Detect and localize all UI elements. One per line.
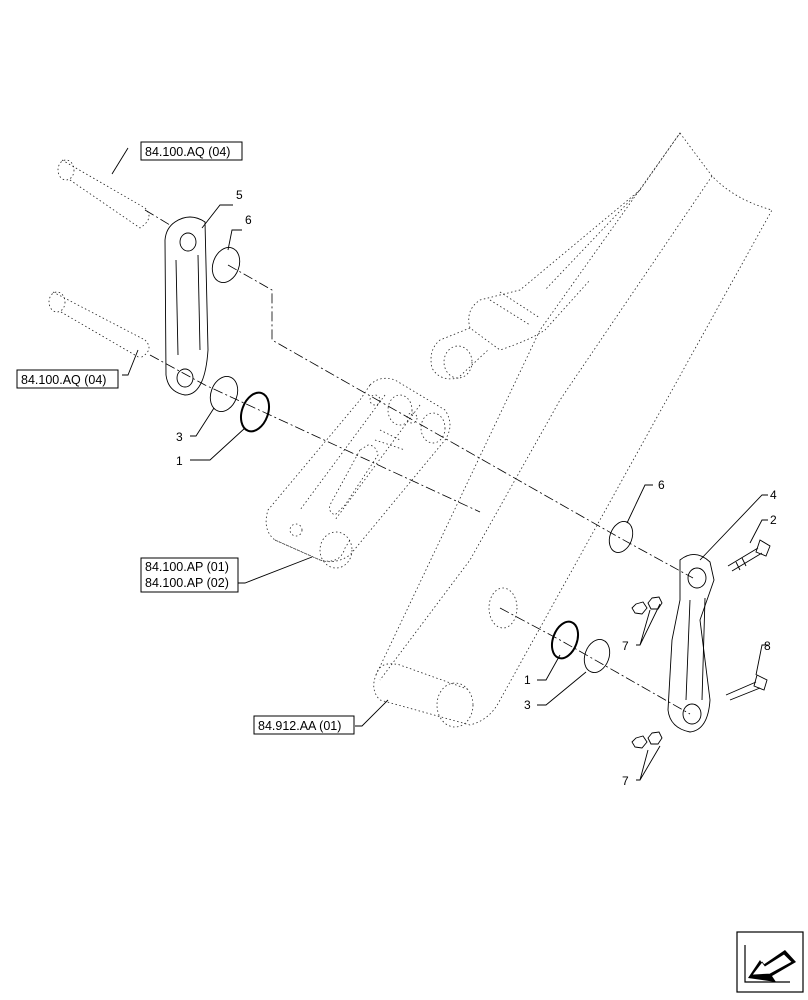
link-part-5 — [164, 216, 209, 396]
o-ring-1-left — [239, 391, 271, 433]
callout-8: 8 — [764, 639, 771, 653]
pin-top — [57, 159, 150, 229]
bolt-8 — [725, 674, 768, 701]
ref-boom-box[interactable]: 84.912.AA (01) — [253, 715, 355, 735]
ref-pin-top-box[interactable]: 84.100.AQ (04) — [140, 141, 243, 161]
callout-1-left: 1 — [176, 454, 183, 468]
nuts-7-lower — [631, 731, 663, 749]
link-part-4 — [667, 554, 715, 733]
callout-3-right: 3 — [524, 698, 531, 712]
boom-outline — [373, 132, 773, 728]
ref-link-box[interactable]: 84.100.AP (01) 84.100.AP (02) — [140, 557, 239, 593]
ref-link-02-label: 84.100.AP (02) — [145, 576, 229, 590]
callout-1-right: 1 — [524, 673, 531, 687]
pin-bottom — [48, 291, 150, 359]
ref-pin-bottom-label: 84.100.AQ (04) — [21, 373, 106, 387]
o-ring-1-right — [550, 620, 580, 660]
callout-7-upper: 7 — [622, 639, 629, 653]
callout-2: 2 — [770, 513, 777, 527]
nuts-7-upper — [631, 596, 663, 615]
ref-pin-top-label: 84.100.AQ (04) — [145, 145, 230, 159]
washer-3-right — [583, 639, 611, 673]
next-page-arrow-icon[interactable] — [736, 931, 804, 993]
bolt-2 — [727, 539, 771, 572]
leader-lines — [111, 147, 768, 781]
center-lines — [144, 209, 694, 715]
callout-4: 4 — [770, 488, 777, 502]
callout-3-left: 3 — [176, 430, 183, 444]
washer-6-right — [608, 521, 634, 553]
callout-5: 5 — [236, 188, 243, 202]
washer-6-left — [211, 247, 241, 283]
link-assembly-outline — [265, 377, 451, 569]
callout-7-lower: 7 — [622, 774, 629, 788]
washer-3-left — [209, 376, 239, 412]
ref-boom-label: 84.912.AA (01) — [258, 719, 341, 733]
callout-6-left: 6 — [245, 213, 252, 227]
ref-link-01-label: 84.100.AP (01) — [145, 560, 229, 574]
callout-numbers: 5 6 3 1 6 4 2 7 8 1 3 7 — [176, 188, 777, 788]
ref-pin-bottom-box[interactable]: 84.100.AQ (04) — [16, 369, 119, 389]
callout-6-right: 6 — [658, 478, 665, 492]
